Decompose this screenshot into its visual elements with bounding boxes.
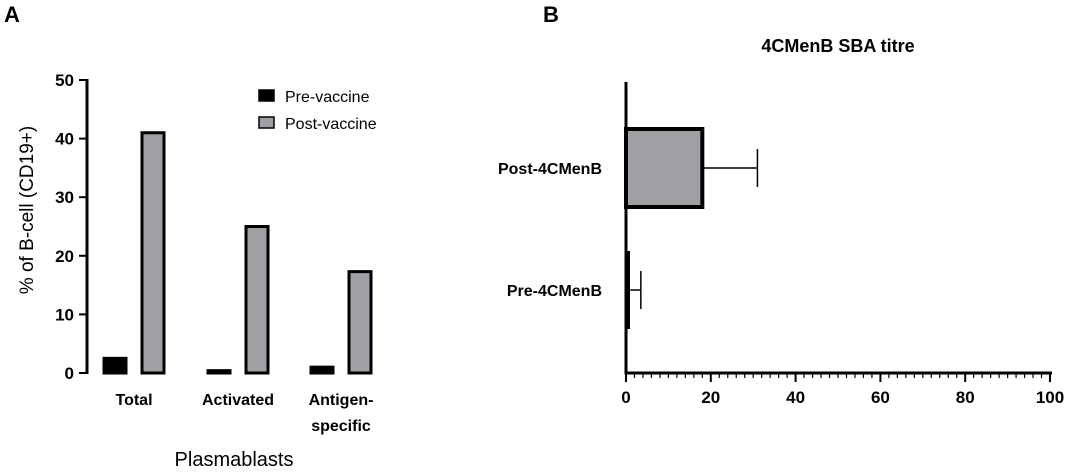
panel-a-x-axis-label: Plasmablasts [175, 449, 294, 471]
panel-a-legend: Pre-vaccine Post-vaccine [258, 89, 377, 133]
panel-a-bars [102, 131, 373, 375]
panel-a-category-labels: Total Activated Antigen-specific [115, 392, 373, 435]
legend-label-post-vaccine: Post-vaccine [285, 116, 377, 133]
category-label: Pre-4CMenB [507, 283, 602, 300]
category-label-line: Activated [202, 392, 274, 409]
legend-swatch-post-vaccine [258, 116, 275, 129]
y-tick-label: 50 [55, 71, 74, 90]
category-label: Antigen-specific [309, 392, 374, 435]
x-tick-label: 100 [1036, 388, 1064, 407]
panel-a: A % of B-cell (CD19+) Plasmablasts 0 10 20… [4, 2, 377, 471]
panel-b-title: 4CMenB SBA titre [761, 36, 914, 56]
y-tick-label: 20 [55, 247, 74, 266]
x-tick-label: 80 [956, 388, 975, 407]
category-label: Post-4CMenB [498, 161, 602, 178]
bar-post-0 [140, 131, 166, 375]
panel-a-y-ticks: 0 10 20 30 40 50 [55, 71, 87, 383]
bar-pre-1 [206, 369, 232, 375]
panel-b-x-ticks: 0 20 40 60 80 100 [621, 373, 1064, 407]
x-tick-label: 60 [871, 388, 890, 407]
category-label: Activated [202, 392, 274, 409]
panel-b-label: B [543, 2, 559, 27]
y-tick-label: 40 [55, 130, 74, 149]
bar-pre-0 [102, 356, 128, 375]
legend-swatch-pre-vaccine [258, 89, 275, 102]
legend-label-pre-vaccine: Pre-vaccine [285, 89, 370, 106]
category-label-line: Antigen- [309, 392, 374, 409]
bar-post-2 [347, 270, 373, 375]
y-tick-label: 0 [65, 364, 74, 383]
panel-b: B 4CMenB SBA titre 0 20 40 60 80 100 Post-4CM… [498, 2, 1064, 407]
panel-a-label: A [4, 2, 20, 27]
x-tick-label: 40 [786, 388, 805, 407]
bar-post-4cmenb [624, 127, 705, 209]
panel-a-y-axis-label: % of B-cell (CD19+) [17, 126, 38, 294]
panel-b-category-labels: Post-4CMenB Pre-4CMenB [498, 161, 602, 300]
category-label-line: specific [311, 418, 371, 435]
category-label: Total [115, 392, 152, 409]
panel-b-bars [624, 127, 759, 329]
bar-pre-2 [309, 365, 335, 375]
bar-post-1 [244, 225, 270, 375]
y-tick-label: 10 [55, 305, 74, 324]
y-tick-label: 30 [55, 188, 74, 207]
category-label-line: Total [115, 392, 152, 409]
bar-pre-4cmenb [625, 251, 630, 329]
x-tick-label: 20 [701, 388, 720, 407]
x-tick-label: 0 [621, 388, 630, 407]
